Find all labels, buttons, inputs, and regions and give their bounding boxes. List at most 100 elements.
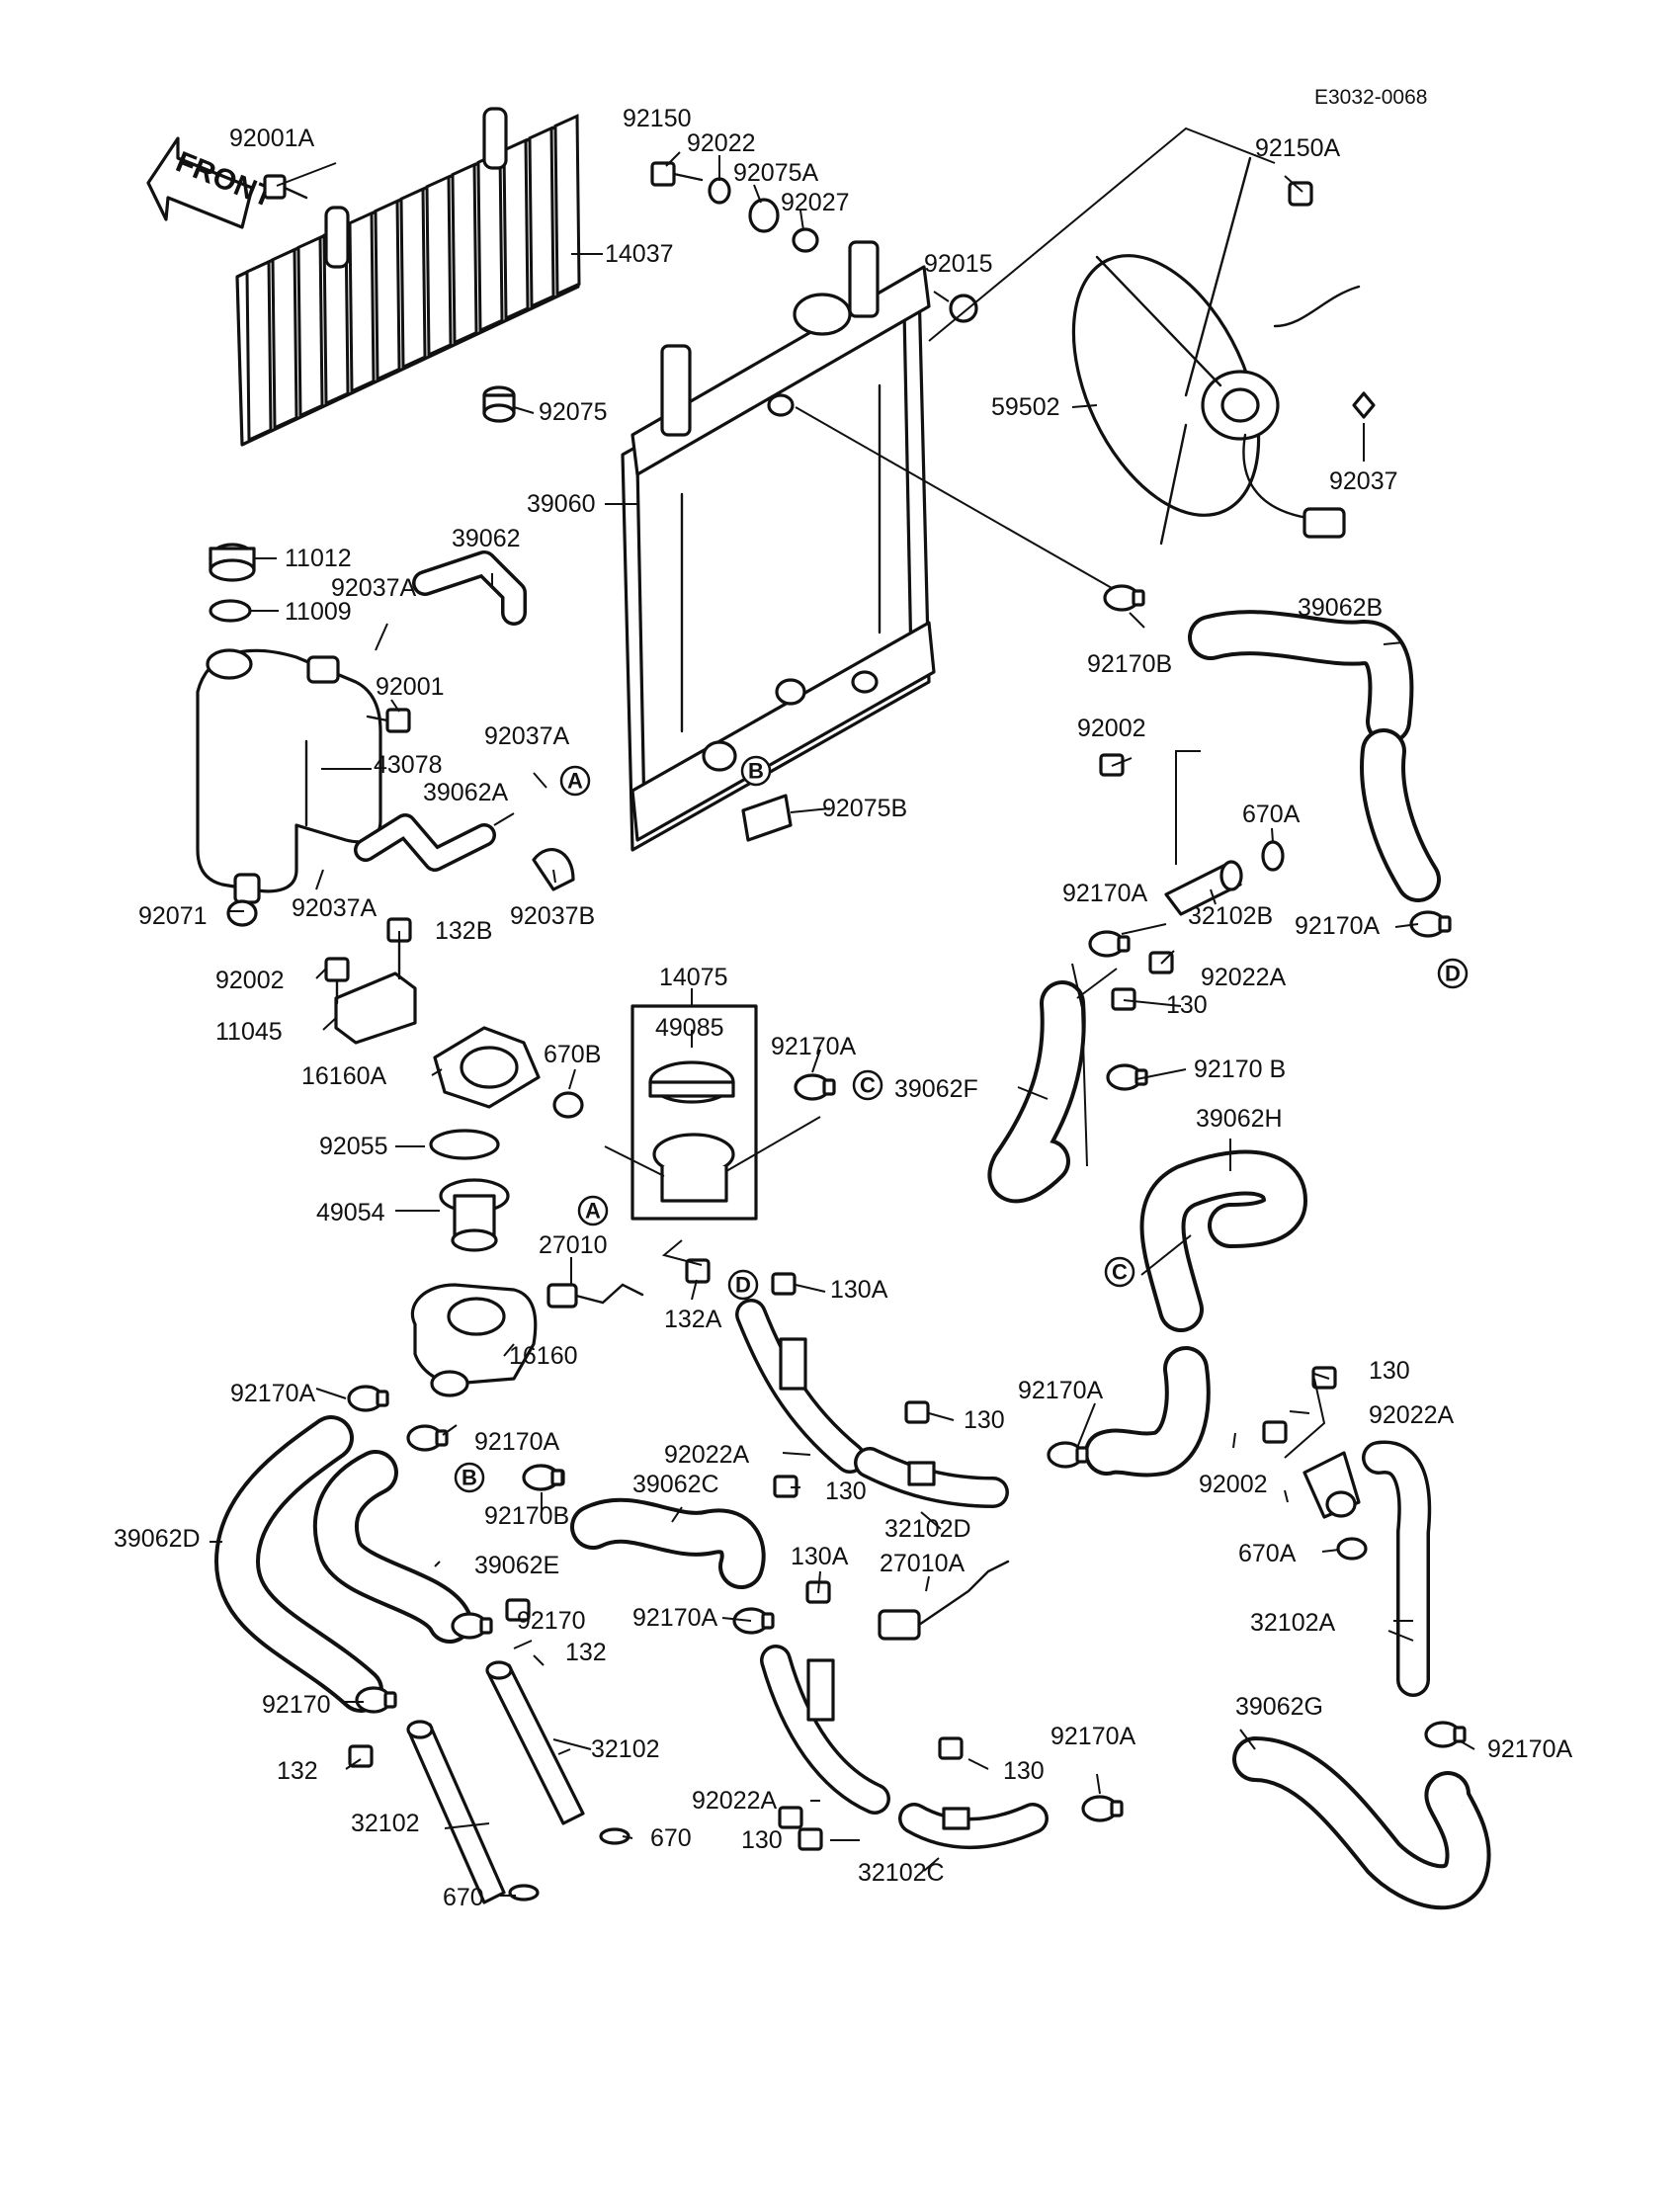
leader-line [315,1388,347,1399]
part-label: 92170A [771,1033,857,1060]
leader-line [390,699,400,713]
part-label: 92037A [484,722,570,750]
small-bolt [904,1400,930,1424]
cap-92071 [226,899,258,927]
part-label: 39062H [1196,1105,1283,1133]
clip-92037 [1352,391,1376,419]
leader-line [1284,1378,1326,1459]
ref-circle-b: B [740,755,772,787]
part-label: 39062B [1298,594,1383,622]
shroud-fin [348,211,376,394]
part-label: 92075A [733,159,819,187]
pipe-32102a [1302,1440,1432,1697]
part-label: 92037B [510,902,595,930]
hose-clamp-screw [376,1390,389,1407]
leader-line [552,1738,592,1750]
hose-clamp-screw [479,1617,493,1635]
part-label: 92170 B [1194,1056,1286,1083]
leader-line [1129,612,1145,629]
leader-line [1210,888,1217,905]
hose-clamp-screw [761,1612,775,1630]
leader-line [552,869,556,884]
leader-line [1239,1729,1256,1750]
grommet-92075 [482,385,516,423]
leader-line [1289,1410,1310,1414]
part-label: 92022 [687,129,756,157]
thermostat-49054 [439,1178,510,1252]
pipe-32102b [1164,860,1243,916]
part-label: 132A [664,1306,722,1333]
leader-line [431,1068,443,1076]
shroud-fin [451,162,478,345]
leader-line [1160,950,1175,965]
ref-circle-c: C [1104,1256,1135,1288]
hose-39062b [1188,610,1441,902]
part-label: 670A [1238,1540,1297,1567]
hose-clamp-screw [822,1078,836,1096]
small-bolt [505,1598,531,1622]
leader-line [691,1279,698,1301]
svg-text:B: B [748,759,764,784]
part-label: 92022A [664,1441,750,1469]
leader-line [1460,1740,1475,1750]
hose-clamp-screw [550,1469,564,1486]
leader-line [799,210,804,231]
leader-line [276,162,337,187]
nut-92075a [748,198,780,233]
part-label: 92170 [517,1607,586,1635]
part-label: 27010A [880,1550,966,1577]
leader-line [434,1561,441,1567]
bolt-92150a [1288,181,1313,207]
shroud-fin [528,126,555,309]
part-label: 92037A [331,574,417,602]
leader-line [811,1049,821,1073]
part-label: 92071 [138,902,208,930]
clip-92037b [532,848,575,891]
pipe-32102c [760,1645,1049,1849]
part-label: 130 [1166,991,1208,1019]
part-label: 32102A [1250,1609,1336,1637]
part-label: 92022A [1369,1401,1455,1429]
part-label: 92170A [1295,912,1381,940]
part-label: 132 [565,1639,607,1666]
leader-line [1284,1489,1289,1503]
leader-line [533,772,547,789]
leader-line [920,1511,942,1530]
leader-line [1313,1373,1330,1380]
leader-line [1140,1234,1192,1276]
ref-circle-b: B [454,1462,485,1493]
leader-line [1071,963,1088,1167]
part-label: 670B [544,1041,601,1068]
part-label: 39062C [632,1471,719,1498]
leader-line [442,1424,458,1436]
leader-line [1387,1630,1414,1642]
part-label: 39060 [527,490,596,518]
part-label: 92170B [1087,650,1172,678]
hose-clamp-screw [1117,935,1131,953]
leader-line [928,1412,955,1421]
leader-line [315,869,324,890]
reservoir-tank-43078 [196,648,382,904]
shroud-fin [502,137,530,321]
leader-line [345,1758,362,1770]
small-bolt [771,1272,797,1296]
part-label: 92170A [1018,1377,1104,1404]
ref-circle-a: A [559,765,591,797]
filler-neck [604,1116,821,1203]
sensor-27010a [878,1560,1010,1641]
cap-assembly-14075 [630,1004,758,1221]
ref-circle-d: D [727,1269,759,1301]
hose-39062c [570,1497,766,1589]
housing-cover-16160a [433,1026,541,1109]
part-label: 92055 [319,1133,388,1160]
svg-text:A: A [567,769,583,794]
fan-59502 [1071,156,1361,546]
svg-text:A: A [585,1199,601,1224]
part-label: 92075B [822,795,907,822]
leader-line [1096,1773,1101,1795]
leader-line [1175,750,1201,865]
part-label: 43078 [374,751,443,779]
leader-line [1135,1068,1187,1080]
oring-670-left [508,1884,540,1901]
